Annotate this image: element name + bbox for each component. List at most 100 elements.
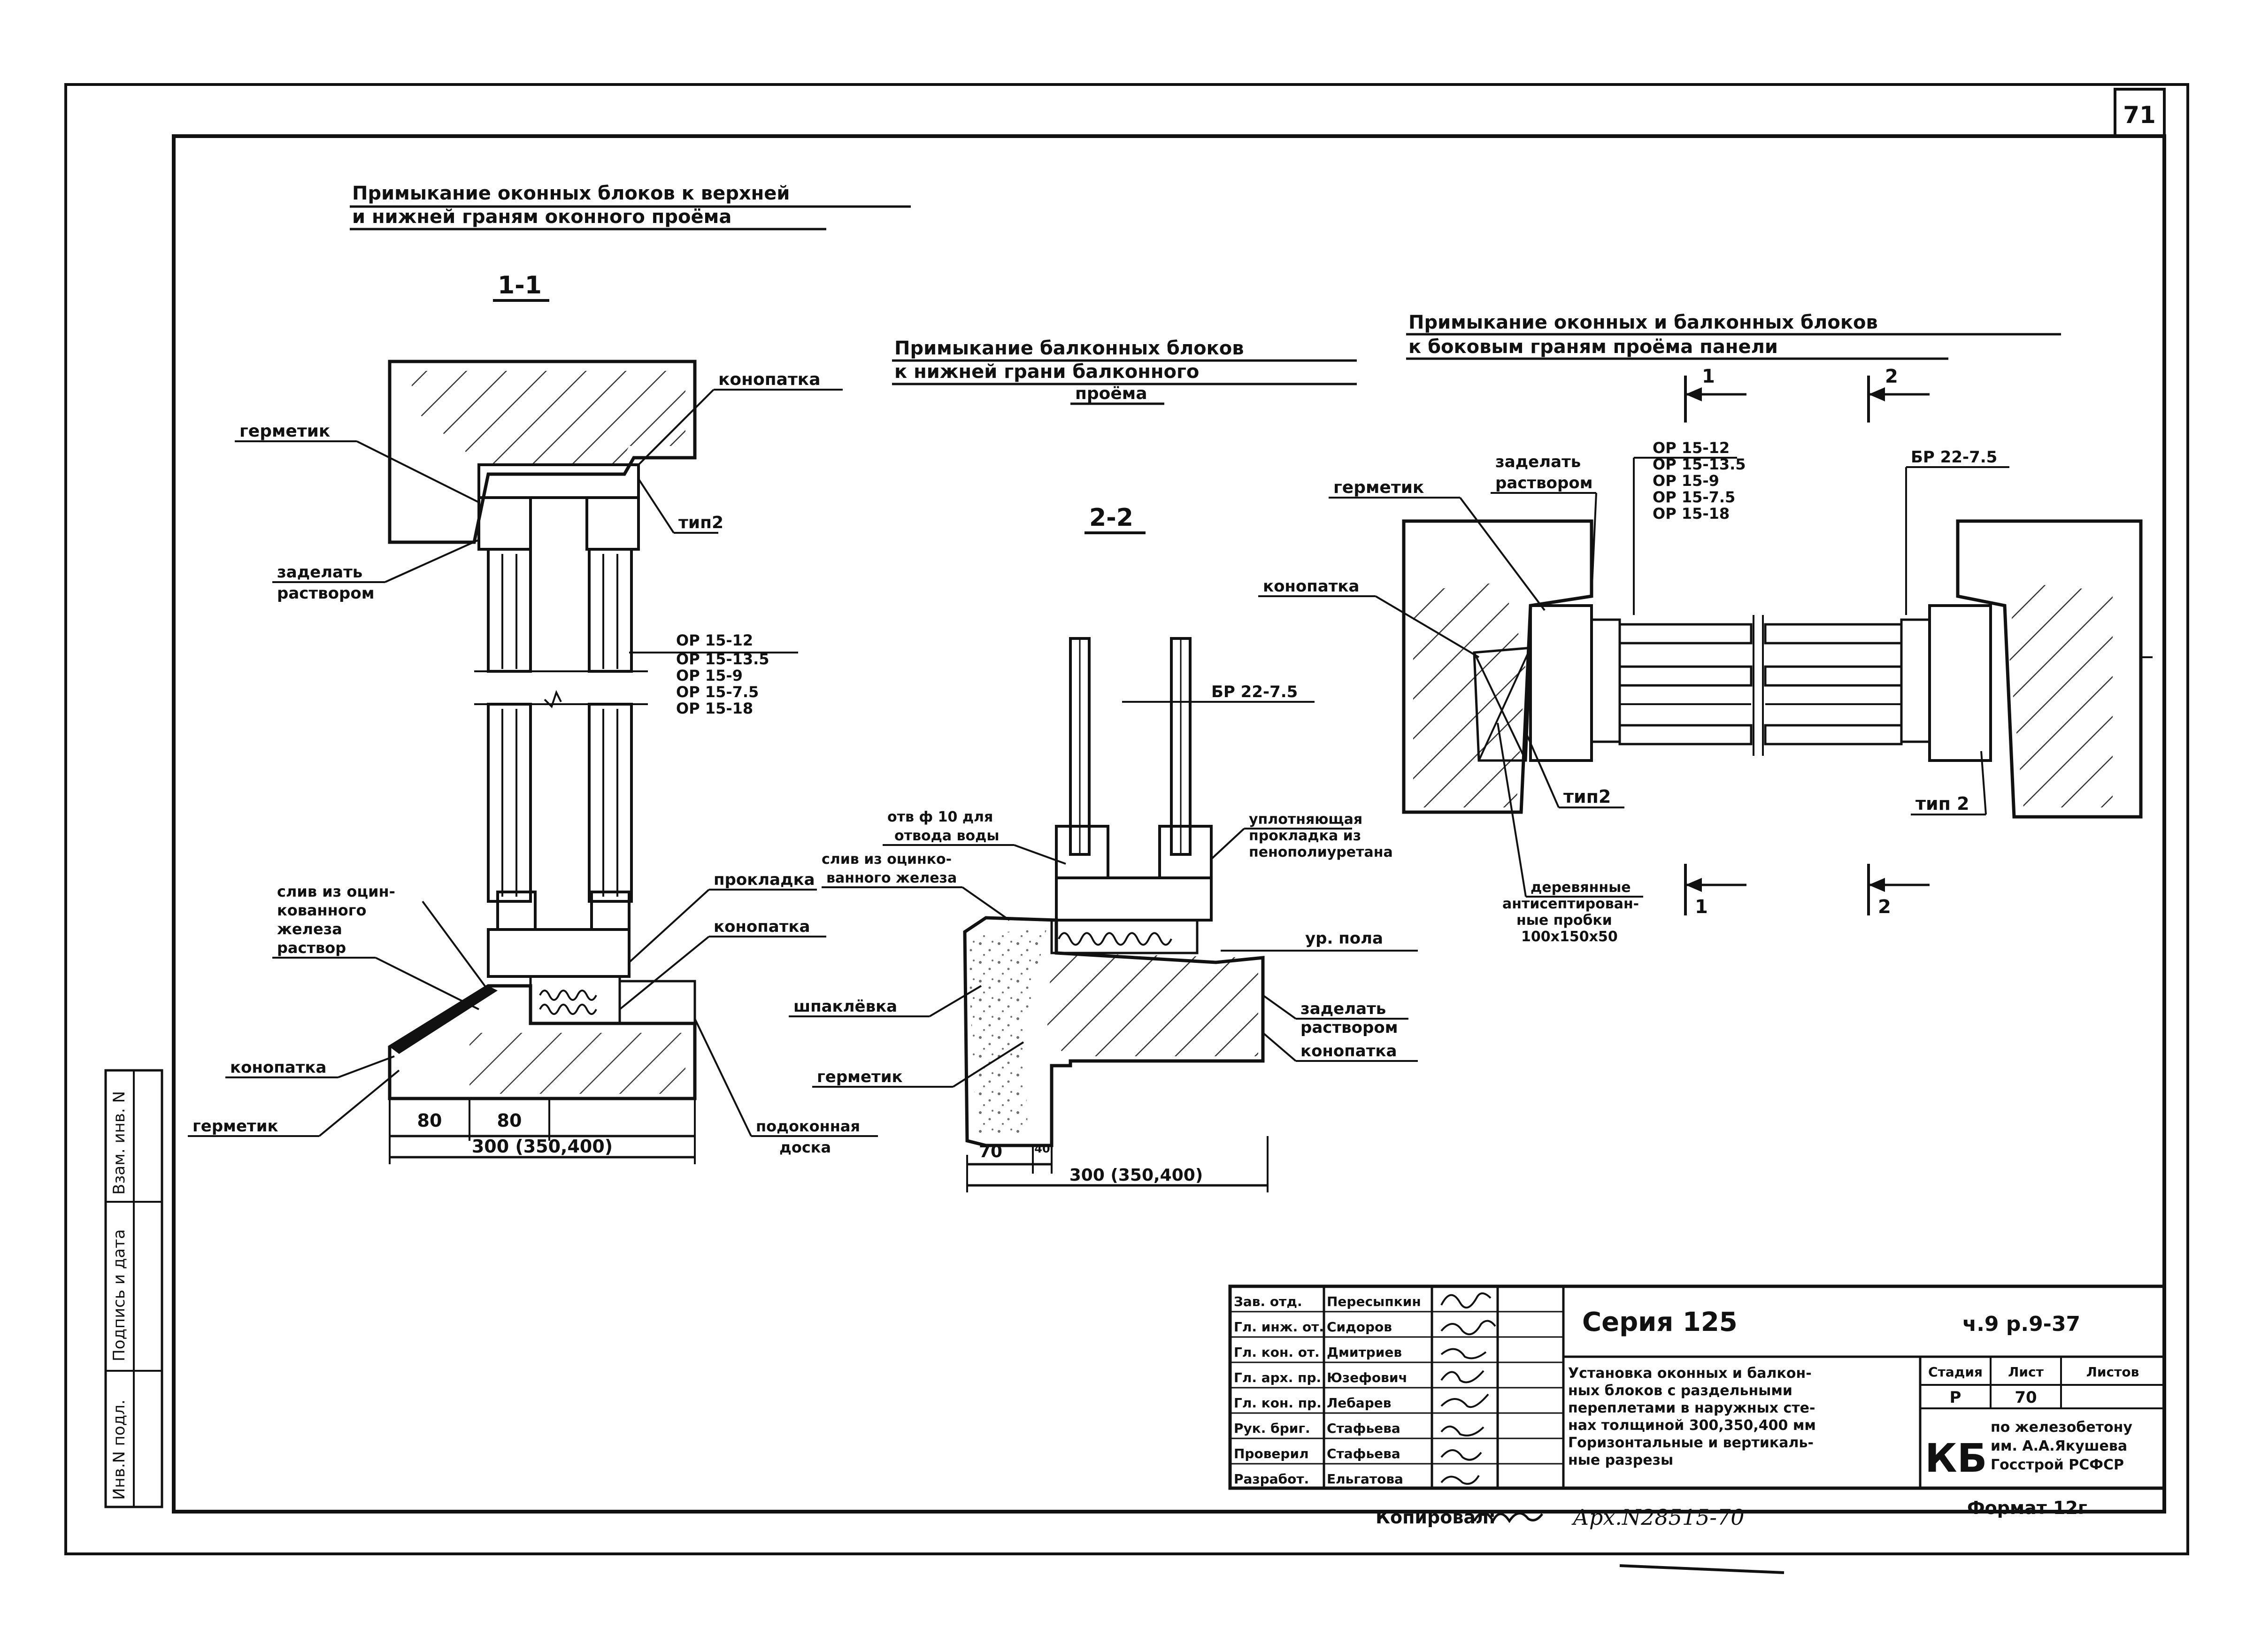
cut-1-bottom: 1	[1695, 896, 1708, 918]
label-sliv-2: кованного	[277, 901, 366, 919]
title-middle: Примыкание балконных блоков к нижней гра…	[892, 338, 1357, 405]
dim-80-b: 80	[497, 1110, 522, 1131]
stage-value: Р	[1950, 1388, 1961, 1407]
name-5: Лебарев	[1327, 1395, 1391, 1411]
label-ur-pola: ур. пола	[1305, 929, 1383, 948]
cut-1-top: 1	[1702, 366, 1715, 387]
series-title: Серия 125	[1582, 1307, 1738, 1337]
label-mark-right-1: ОР 15-12	[1653, 439, 1730, 457]
org-logo: КБ	[1925, 1435, 1987, 1481]
org-1: по железобетону	[1991, 1419, 2132, 1436]
title-middle-line2: к нижней грани балконного	[894, 361, 1199, 383]
role-1: Зав. отд.	[1234, 1294, 1302, 1309]
name-6: Стафьева	[1327, 1421, 1400, 1436]
name-1: Пересыпкин	[1327, 1294, 1421, 1309]
footer-stamp-line	[1619, 1564, 1784, 1574]
section-1-1-title: 1-1	[498, 271, 542, 300]
label-podokonnaya-1: подоконная	[756, 1117, 860, 1135]
label-br-right: БР 22-7.5	[1911, 448, 1997, 467]
title-middle-line1: Примыкание балконных блоков	[894, 338, 1244, 359]
title-top-left: Примыкание оконных блоков к верхней и ни…	[350, 183, 911, 231]
sheet-number: 71	[2123, 101, 2156, 129]
name-7: Стафьева	[1327, 1446, 1400, 1461]
dim-300-a: 300 (350,400)	[472, 1136, 613, 1157]
window-mark-4: ОР 15-7.5	[676, 683, 759, 701]
desc-4: нах толщиной 300,350,400 мм	[1568, 1417, 1816, 1434]
label-konopatka-top: конопатка	[718, 370, 821, 389]
stage-label: Стадия	[1928, 1364, 1983, 1380]
label-derev-1: деревянные	[1531, 879, 1631, 896]
copyist-signature	[1473, 1512, 1543, 1524]
desc-3: переплетами в наружных сте-	[1568, 1400, 1815, 1416]
role-5: Гл. кон. пр.	[1234, 1395, 1322, 1411]
label-germetik-top: герметик	[239, 422, 330, 441]
label-derev-4: 100х150х50	[1521, 929, 1618, 945]
label-rastvor: раствор	[277, 939, 346, 957]
desc-1: Установка оконных и балкон-	[1568, 1365, 1812, 1382]
section-2-2-labels: БР 22-7.5 отв ф 10 для отвода воды слив …	[789, 683, 1418, 1185]
label-mark-right-3: ОР 15-9	[1653, 472, 1719, 490]
label-sliv-mid-1: слив из оцинко-	[822, 851, 952, 868]
signatures	[1440, 1292, 1496, 1485]
org-3: Госстрой РСФСР	[1991, 1457, 2124, 1473]
title-top-left-line2: и нижней граням оконного проёма	[352, 206, 731, 228]
name-3: Дмитриев	[1327, 1345, 1402, 1360]
footer-format: Формат 12г	[1967, 1498, 2087, 1518]
desc-5: Горизонтальные и вертикаль-	[1568, 1435, 1814, 1451]
cut-2-bottom: 2	[1878, 896, 1891, 918]
label-derev-2: антисептирован-	[1502, 896, 1639, 912]
footer-archive: Арх.N28515-70	[1571, 1505, 1745, 1530]
side-stamp-replace: Взам. инв. N	[110, 1091, 129, 1195]
name-8: Ельгатова	[1327, 1471, 1403, 1487]
drawing-code: ч.9 р.9-37	[1962, 1312, 2080, 1336]
label-zadelat-right-1: заделать	[1495, 453, 1581, 471]
sheet-value: 70	[2015, 1388, 2037, 1407]
role-8: Разработ.	[1234, 1471, 1309, 1487]
label-uplotn-1: уплотняющая	[1249, 811, 1362, 828]
label-konopatka-mid2: конопатка	[1300, 1042, 1397, 1060]
cut-2-top: 2	[1885, 366, 1898, 387]
window-mark-5: ОР 15-18	[676, 699, 753, 717]
label-tip2-right-b: тип 2	[1915, 793, 1969, 814]
label-otv-2: отвода воды	[894, 828, 999, 844]
side-stamp-inv: Инв.N подл.	[110, 1399, 129, 1500]
role-7: Проверил	[1234, 1446, 1309, 1461]
side-stamp-sign: Подпись и дата	[110, 1229, 129, 1361]
desc-2: ных блоков с раздельными	[1568, 1383, 1792, 1399]
section-1-1	[388, 360, 697, 1164]
label-otv-1: отв ф 10 для	[887, 809, 993, 825]
label-zadelat-top-1: заделать	[277, 563, 362, 582]
inner-border	[172, 134, 2166, 1514]
dim-70: 70	[979, 1142, 1002, 1161]
section-2-2	[963, 637, 1269, 1192]
dim-40: 40	[1034, 1142, 1050, 1155]
org-2: им. А.А.Якушева	[1991, 1438, 2127, 1454]
section-2-2-title: 2-2	[1089, 504, 1133, 532]
label-germetik-right: герметик	[1333, 478, 1424, 497]
desc-6: ные разрезы	[1568, 1452, 1673, 1468]
plan-section: 1 2 1 2	[1402, 366, 2153, 918]
title-middle-line3: проёма	[1075, 384, 1147, 403]
label-podokonnaya-2: доска	[779, 1138, 831, 1156]
title-top-left-line1: Примыкание оконных блоков к верхней	[352, 183, 790, 204]
sheet-label: Лист	[2008, 1364, 2044, 1380]
sheets-label: Листов	[2086, 1364, 2139, 1380]
outer-border	[64, 83, 2189, 1555]
footer: Копировал: Арх.N28515-70 Формат 12г	[1376, 1498, 2087, 1574]
label-zadelat-top-2: раствором	[277, 584, 375, 603]
side-stamp: Инв.N подл. Подпись и дата Взам. инв. N	[104, 1069, 163, 1508]
dim-300-b: 300 (350,400)	[1069, 1166, 1203, 1185]
window-mark-3: ОР 15-9	[676, 667, 743, 684]
title-right: Примыкание оконных и балконных блоков к …	[1406, 312, 2061, 360]
role-6: Рук. бриг.	[1234, 1421, 1310, 1436]
dim-80-a: 80	[417, 1110, 442, 1131]
label-zadelat-mid-2: раствором	[1300, 1018, 1398, 1037]
label-uplotn-3: пенополиуретана	[1249, 844, 1393, 861]
label-tip2-top: тип2	[678, 513, 723, 532]
name-2: Сидоров	[1327, 1319, 1392, 1335]
label-prokladka: прокладка	[714, 870, 815, 889]
label-shpaklevka: шпаклёвка	[793, 997, 897, 1016]
role-2: Гл. инж. от.	[1234, 1319, 1324, 1335]
label-konopatka-right: конопатка	[1263, 577, 1359, 596]
